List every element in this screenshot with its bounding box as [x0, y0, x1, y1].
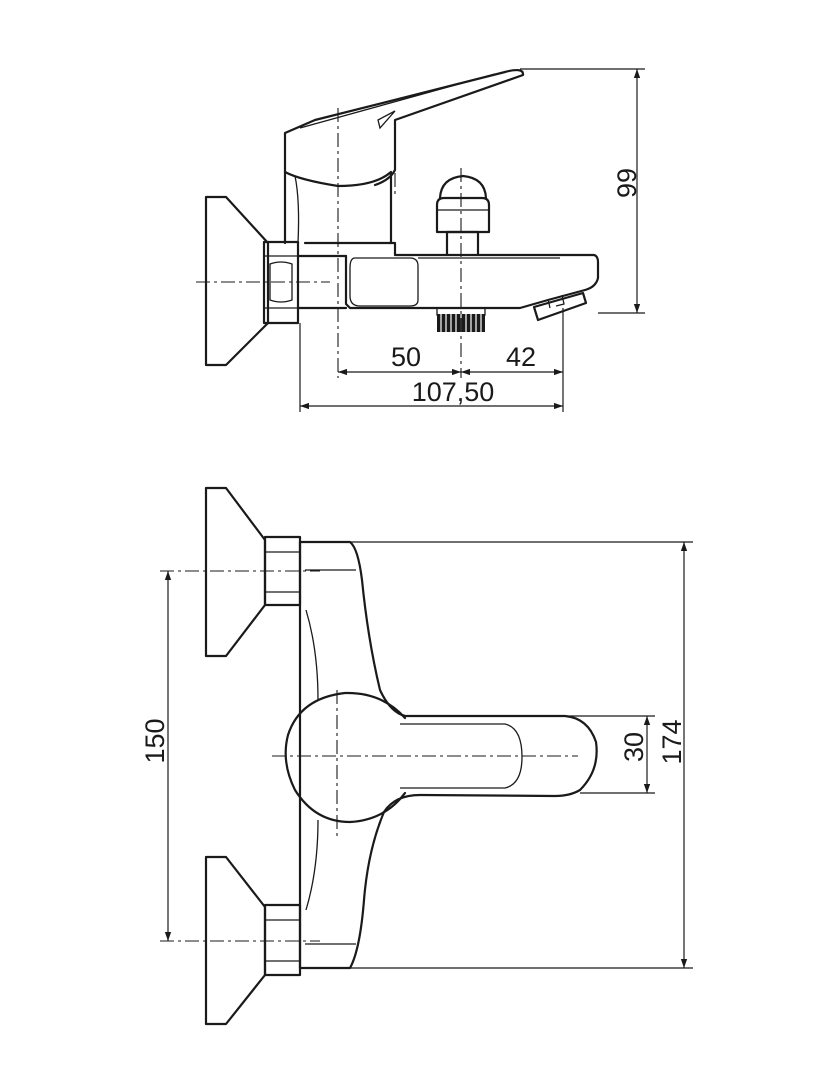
dim-label-30: 30	[619, 732, 649, 762]
cartridge-body	[284, 691, 407, 824]
dim-label-42: 42	[506, 342, 536, 372]
top-view: 150 30 174	[140, 486, 693, 1026]
lever-handle	[283, 68, 525, 187]
spray-outlet	[532, 291, 588, 322]
dim-label-150: 150	[140, 718, 170, 763]
lever-handle-top	[400, 723, 523, 789]
side-view: 99 50 42 107,50	[196, 68, 645, 412]
lower-hex-nut	[263, 903, 302, 977]
dim-label-99: 99	[612, 168, 642, 198]
dim-label-107-50: 107,50	[412, 377, 495, 407]
hex-nut	[262, 240, 300, 325]
spout-body	[303, 241, 600, 310]
upper-wall-flange	[204, 486, 267, 658]
body-outline	[298, 540, 598, 970]
wall-flange	[204, 195, 270, 367]
dim-label-174: 174	[657, 719, 687, 764]
dim-label-50: 50	[391, 342, 421, 372]
mixer-body	[283, 170, 393, 245]
diverter-knob	[435, 174, 491, 257]
